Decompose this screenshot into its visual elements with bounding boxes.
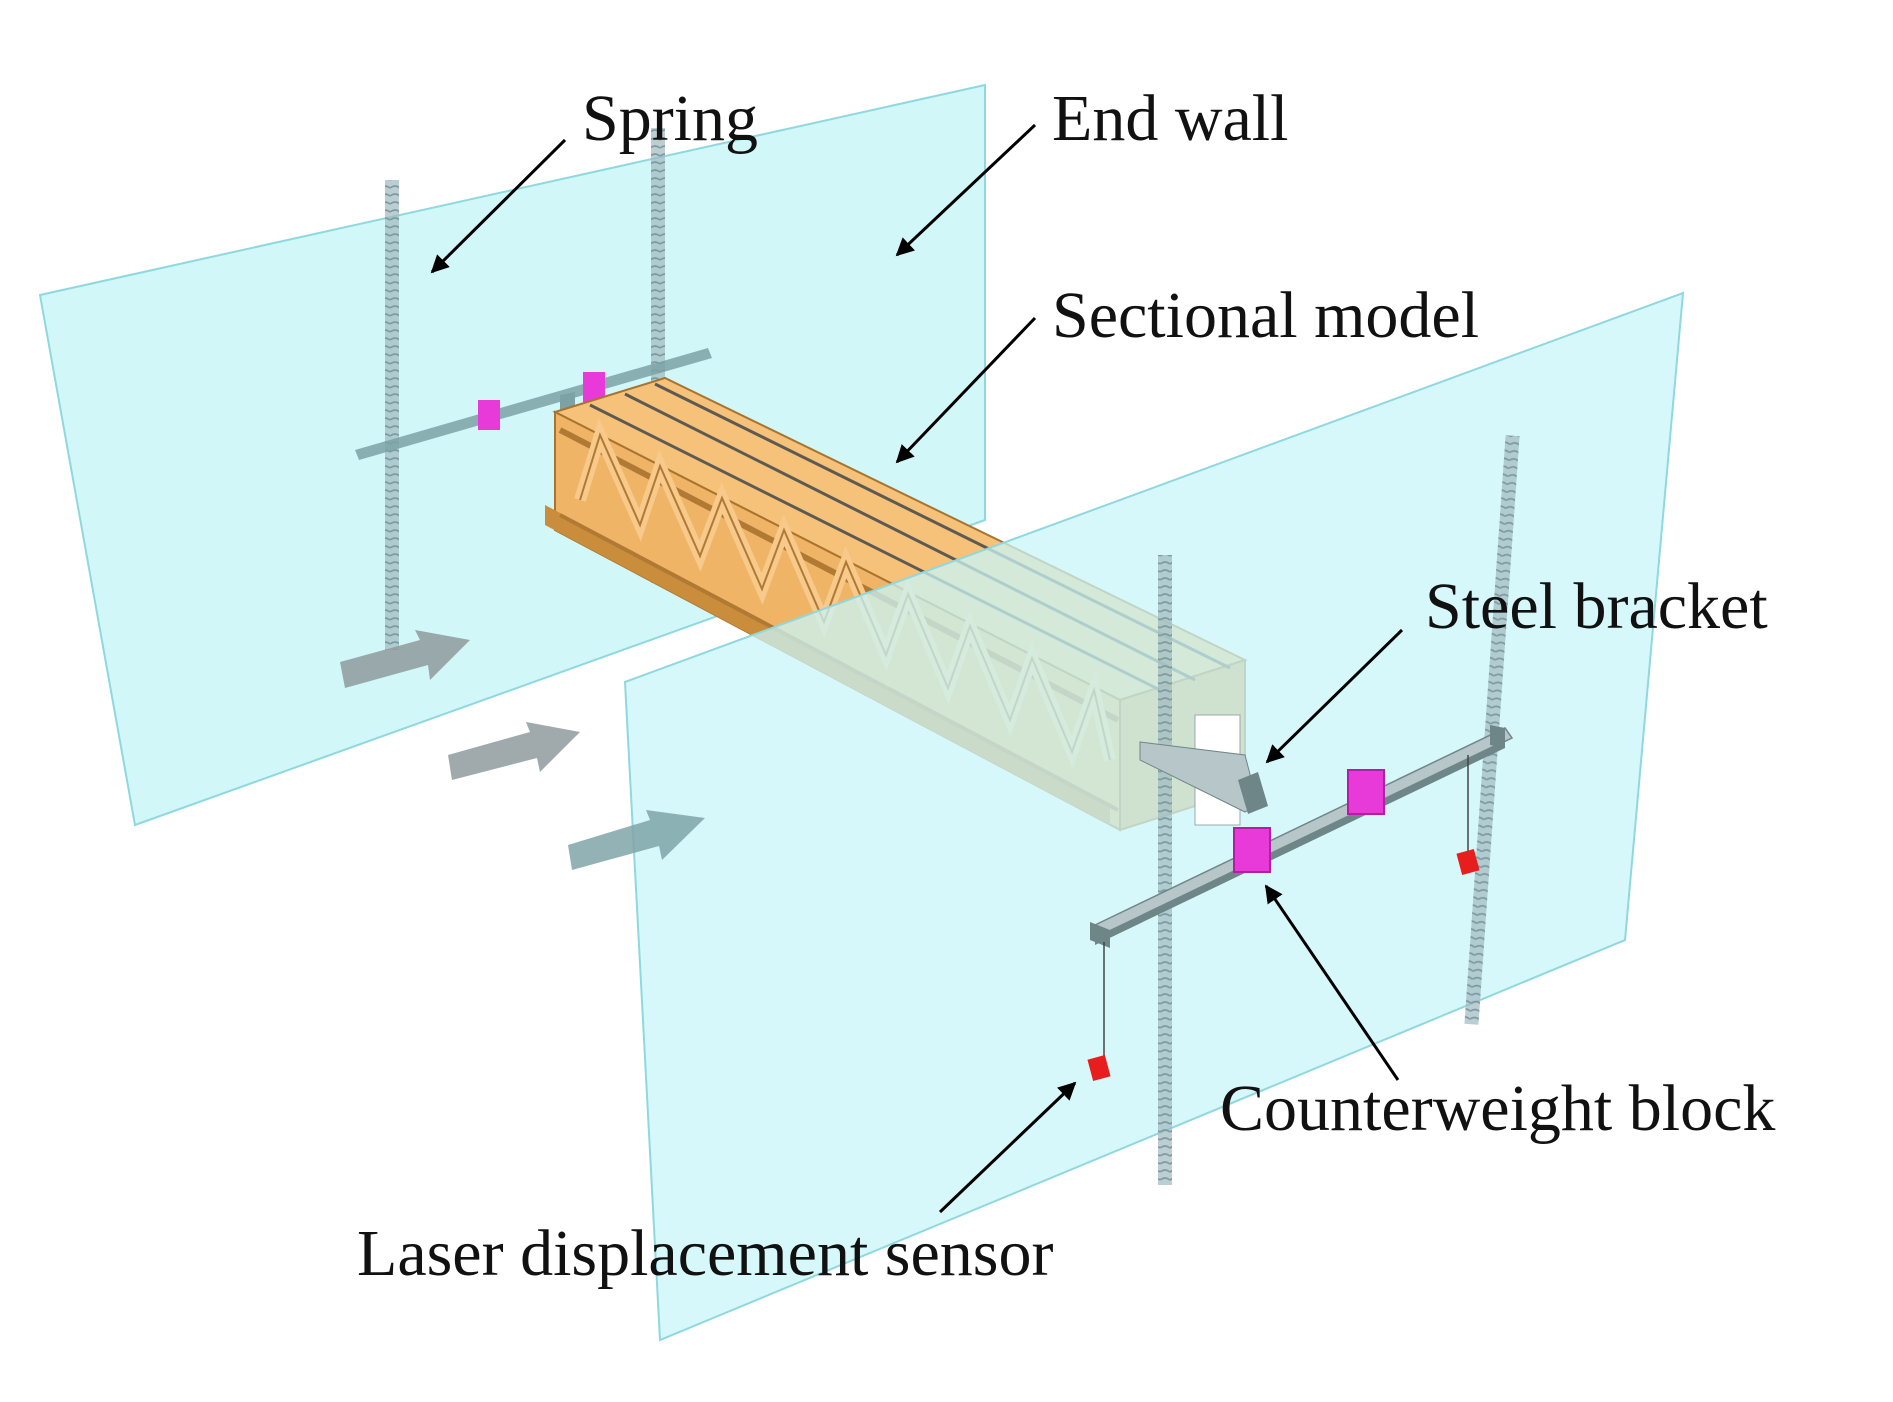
wind-direction-arrows — [340, 630, 705, 870]
leader-arrow-icon — [1264, 884, 1400, 1081]
label-steel-bracket: Steel bracket — [1425, 570, 1768, 643]
wind-direction-arrow-icon — [568, 810, 705, 870]
label-counterweight-block: Counterweight block — [1220, 1072, 1775, 1145]
end-wall-right — [623, 291, 1685, 1342]
label-spring: Spring — [582, 82, 758, 155]
leader-arrow-icon — [430, 138, 567, 274]
label-laser-displacement-sensor: Laser displacement sensor — [357, 1217, 1053, 1290]
label-end-wall: End wall — [1052, 82, 1288, 155]
leader-arrow-icon — [895, 123, 1037, 257]
wind-direction-arrow-icon — [340, 630, 470, 688]
leader-arrow-icon — [1265, 628, 1404, 764]
counterweight-block-left — [478, 372, 605, 430]
steel-bracket-right — [1090, 725, 1514, 1060]
counterweight-block-right — [1233, 769, 1385, 873]
end-wall-left — [38, 83, 986, 827]
leader-arrow-icon — [938, 1081, 1077, 1214]
spring-left-outer — [385, 180, 399, 650]
spring-right-inner — [1158, 555, 1172, 1185]
label-sectional-model: Sectional model — [1052, 279, 1479, 352]
laser-displacement-sensor — [1087, 849, 1480, 1081]
leader-arrow-icon — [895, 316, 1037, 464]
leader-arrows — [430, 123, 1404, 1214]
wind-direction-arrow-icon — [448, 722, 580, 780]
